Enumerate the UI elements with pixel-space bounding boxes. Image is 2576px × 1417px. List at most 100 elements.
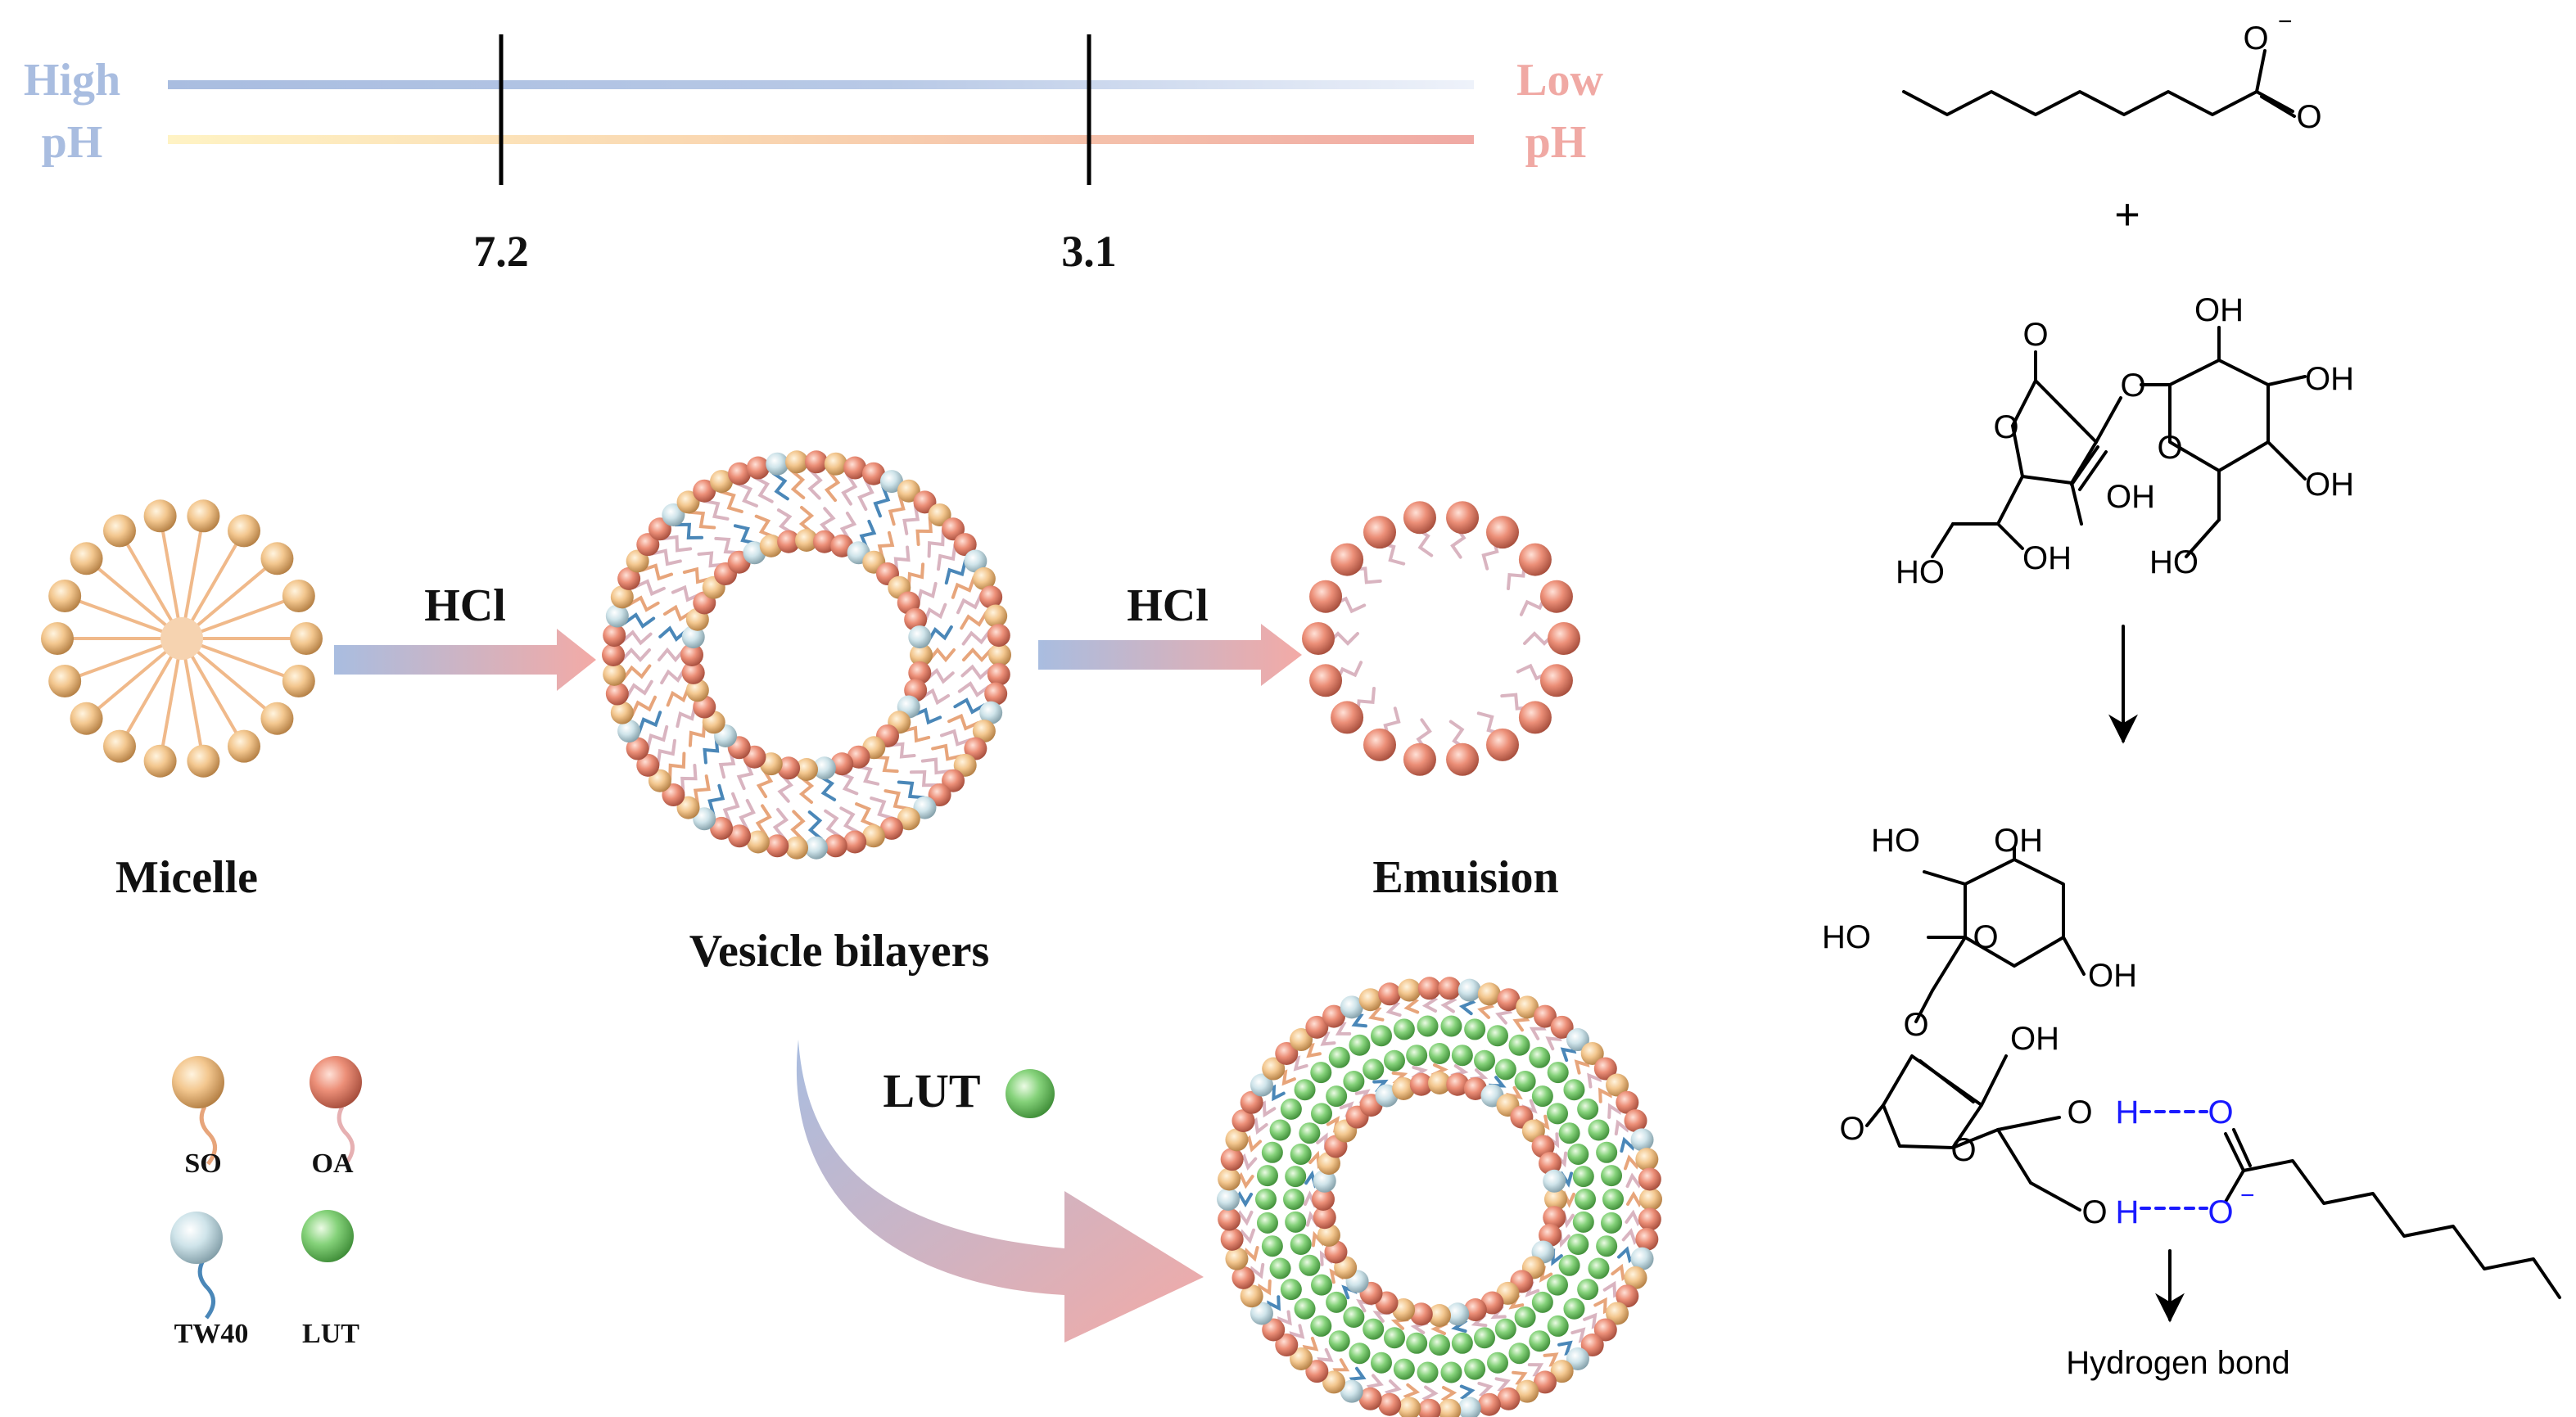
glucose-ring-o: O	[2157, 430, 2182, 466]
micelle-head-10	[48, 580, 82, 613]
complex-lactone-o: O	[1839, 1111, 1864, 1147]
vesicle-outer-head-49	[843, 456, 867, 480]
loaded-lut-outer-21	[1261, 1235, 1283, 1257]
vesicle-outer-head-22	[676, 796, 700, 819]
vesicle-outer-head-44	[746, 456, 770, 480]
loaded-outer-head-46	[1358, 988, 1382, 1012]
micelle-head-9	[41, 622, 74, 655]
loaded-outer-head-45	[1340, 995, 1363, 1019]
vesicle-outer-head-29	[605, 682, 629, 706]
glucose-oh-lower: OH	[2305, 467, 2354, 503]
vesicle-outer-head-52	[897, 479, 920, 503]
side-oh-1: OH	[2022, 540, 2072, 576]
vesicle-outer-head-8	[928, 783, 951, 807]
loaded-outer-head-24	[1290, 1347, 1313, 1370]
vesicle-inner-head-31	[812, 530, 836, 553]
complex-ether-o: O	[1903, 1007, 1928, 1043]
vesicle-outer-head-7	[942, 769, 965, 792]
vesicle-outer-head-26	[626, 737, 649, 760]
loaded-outer-head-15	[1457, 1397, 1481, 1417]
loaded-outer-head-29	[1232, 1266, 1255, 1289]
oa-sphere-icon	[310, 1056, 362, 1108]
loaded-lut-inner-2	[1567, 1234, 1589, 1256]
loaded-lut-outer-4	[1577, 1279, 1599, 1301]
glucose-oh-top: OH	[2194, 292, 2244, 328]
high-ph-gradient-bar	[168, 80, 1474, 89]
complex-ho-2: HO	[1822, 919, 1871, 955]
loaded-lut-outer-42	[1577, 1098, 1599, 1120]
loaded-lut-inner-23	[1299, 1122, 1321, 1144]
emulsion-head-3	[1486, 728, 1519, 761]
micelle-head-12	[103, 514, 136, 548]
loaded-outer-head-34	[1218, 1167, 1241, 1191]
loaded-outer-head-10	[1550, 1360, 1574, 1383]
emulsion-head-12	[1363, 516, 1396, 549]
loaded-lut-inner-13	[1363, 1318, 1385, 1340]
legend-oa-label: OA	[312, 1148, 354, 1179]
vesicle-outer-head-4	[972, 720, 996, 743]
loaded-lut-inner-31	[1451, 1045, 1473, 1067]
lut-legend-sphere-icon	[301, 1210, 354, 1262]
loaded-lut-inner-19	[1285, 1211, 1307, 1233]
ph-value-7-2: 7.2	[473, 227, 529, 276]
loaded-lut-outer-18	[1294, 1297, 1316, 1320]
loaded-lut-outer-3	[1588, 1257, 1610, 1279]
loaded-lut-inner-5	[1531, 1291, 1553, 1313]
complex-ring-o: O	[1973, 919, 1998, 955]
vesicle-bilayer-assembly	[602, 450, 1011, 860]
vesicle-outer-head-16	[785, 836, 809, 860]
glucose-ho-bottom: HO	[2149, 544, 2199, 580]
loaded-outer-head-54	[1516, 995, 1539, 1019]
loaded-lut-outer-35	[1440, 1015, 1462, 1037]
loaded-outer-head-64	[1635, 1148, 1659, 1171]
vesicle-outer-head-30	[603, 662, 626, 686]
vesicle-inner-head-0	[910, 643, 933, 666]
side-ho-1: HO	[1896, 554, 1945, 590]
vesicle-outer-head-40	[676, 490, 700, 514]
loaded-lut-outer-6	[1547, 1315, 1569, 1337]
loaded-inner-head-21	[1313, 1169, 1336, 1193]
emulsion-head-0	[1548, 622, 1580, 655]
loaded-outer-head-58	[1580, 1041, 1604, 1065]
hbond-h-2: H	[2116, 1194, 2140, 1230]
loaded-lut-outer-44	[1596, 1141, 1618, 1163]
hbond-o-charge: −	[2240, 1182, 2255, 1209]
loaded-lut-inner-36	[1547, 1103, 1569, 1125]
vesicle-outer-head-59	[979, 585, 1003, 609]
loaded-inner-head-10	[1428, 1304, 1451, 1327]
loaded-outer-head-48	[1398, 978, 1421, 1002]
micelle-head-4	[187, 744, 220, 778]
loaded-outer-head-9	[1566, 1347, 1589, 1370]
lut-sphere-icon	[1006, 1069, 1055, 1118]
loaded-lut-outer-45	[1601, 1165, 1623, 1187]
loaded-outer-head-44	[1322, 1004, 1345, 1028]
loaded-lut-inner-4	[1547, 1274, 1569, 1296]
emulsion-head-9	[1302, 622, 1335, 655]
loaded-lut-outer-40	[1547, 1062, 1569, 1084]
loaded-outer-head-35	[1220, 1148, 1244, 1171]
legend-lut: LUT	[301, 1210, 359, 1349]
loaded-outer-head-0	[1639, 1188, 1662, 1211]
loaded-outer-head-16	[1438, 1398, 1462, 1417]
micelle-head-7	[70, 702, 103, 735]
emulsion-head-16	[1518, 543, 1552, 576]
loaded-inner-head-8	[1463, 1298, 1487, 1322]
micelle-head-11	[70, 542, 103, 575]
loaded-lut-outer-39	[1529, 1046, 1551, 1068]
lactone-carbonyl-o: O	[2022, 317, 2048, 353]
enol-oh-1: OH	[2106, 479, 2155, 515]
emulsion-head-5	[1403, 742, 1436, 776]
vesicle-outer-head-36	[626, 549, 649, 573]
loaded-lut-outer-19	[1280, 1279, 1302, 1301]
loaded-outer-head-28	[1240, 1284, 1263, 1308]
loaded-inner-head-20	[1312, 1188, 1335, 1211]
loaded-outer-head-38	[1240, 1090, 1263, 1114]
loaded-lut-inner-11	[1406, 1332, 1428, 1354]
loaded-outer-head-59	[1593, 1057, 1617, 1081]
chemistry-panel	[1865, 49, 2561, 1323]
vesicle-outer-head-31	[602, 643, 625, 666]
vesicle-inner-head-11	[777, 756, 801, 780]
loaded-lut-outer-12	[1417, 1361, 1439, 1383]
vesicle-outer-head-35	[617, 566, 641, 590]
